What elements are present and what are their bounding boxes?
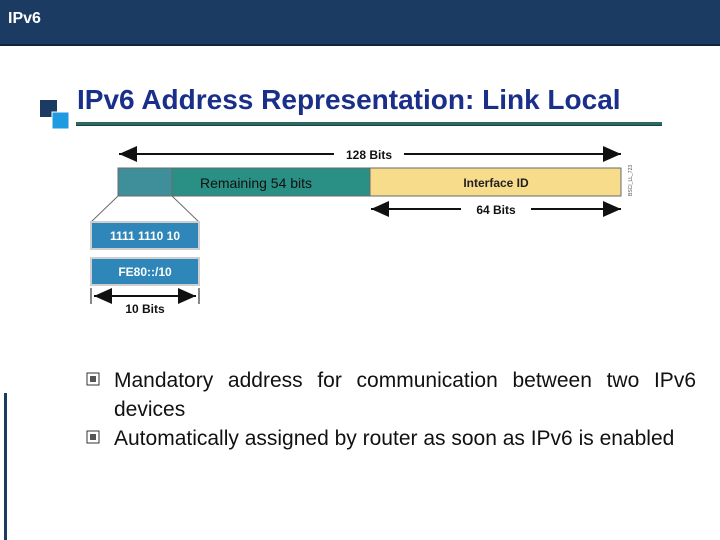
bullet-text: Mandatory address for communication betw…: [114, 369, 696, 421]
remaining-bits-label: Remaining 54 bits: [200, 175, 312, 191]
interface-bits-label: 64 Bits: [476, 203, 516, 217]
prefix-bits-label: 10 Bits: [125, 302, 165, 316]
bullet-icon: [86, 430, 100, 444]
remaining-bits-segment: [171, 167, 371, 197]
figure-id: BSCI_LL_723: [628, 165, 634, 196]
header-bar: IPv6: [0, 0, 720, 46]
title-bullet-icon: [40, 100, 70, 130]
bullet-text: Automatically assigned by router as soon…: [114, 427, 675, 450]
bullet-item: Automatically assigned by router as soon…: [86, 424, 696, 453]
slide-title: IPv6 Address Representation: Link Local: [77, 84, 621, 115]
header-title: IPv6: [8, 10, 41, 27]
bullet-item: Mandatory address for communication betw…: [86, 366, 696, 424]
prefix-binary-label: 1111 1110 10: [110, 229, 180, 243]
title-underline: [76, 122, 662, 126]
prefix-binary-box: [90, 221, 200, 250]
prefix-hex-label: FE80::/10: [118, 265, 172, 279]
interface-id-segment: [369, 167, 622, 197]
total-bits-label: 128 Bits: [346, 148, 392, 162]
prefix-segment: [117, 167, 173, 197]
side-accent-line: [4, 393, 7, 540]
address-diagram: 128 Bits Remaining 54 bits Interface ID …: [89, 146, 634, 316]
bullet-list: Mandatory address for communication betw…: [86, 366, 696, 453]
bullet-icon: [86, 372, 100, 386]
interface-id-label: Interface ID: [463, 176, 529, 190]
prefix-zoom-wedge: [89, 195, 201, 223]
prefix-hex-box: [90, 257, 200, 286]
